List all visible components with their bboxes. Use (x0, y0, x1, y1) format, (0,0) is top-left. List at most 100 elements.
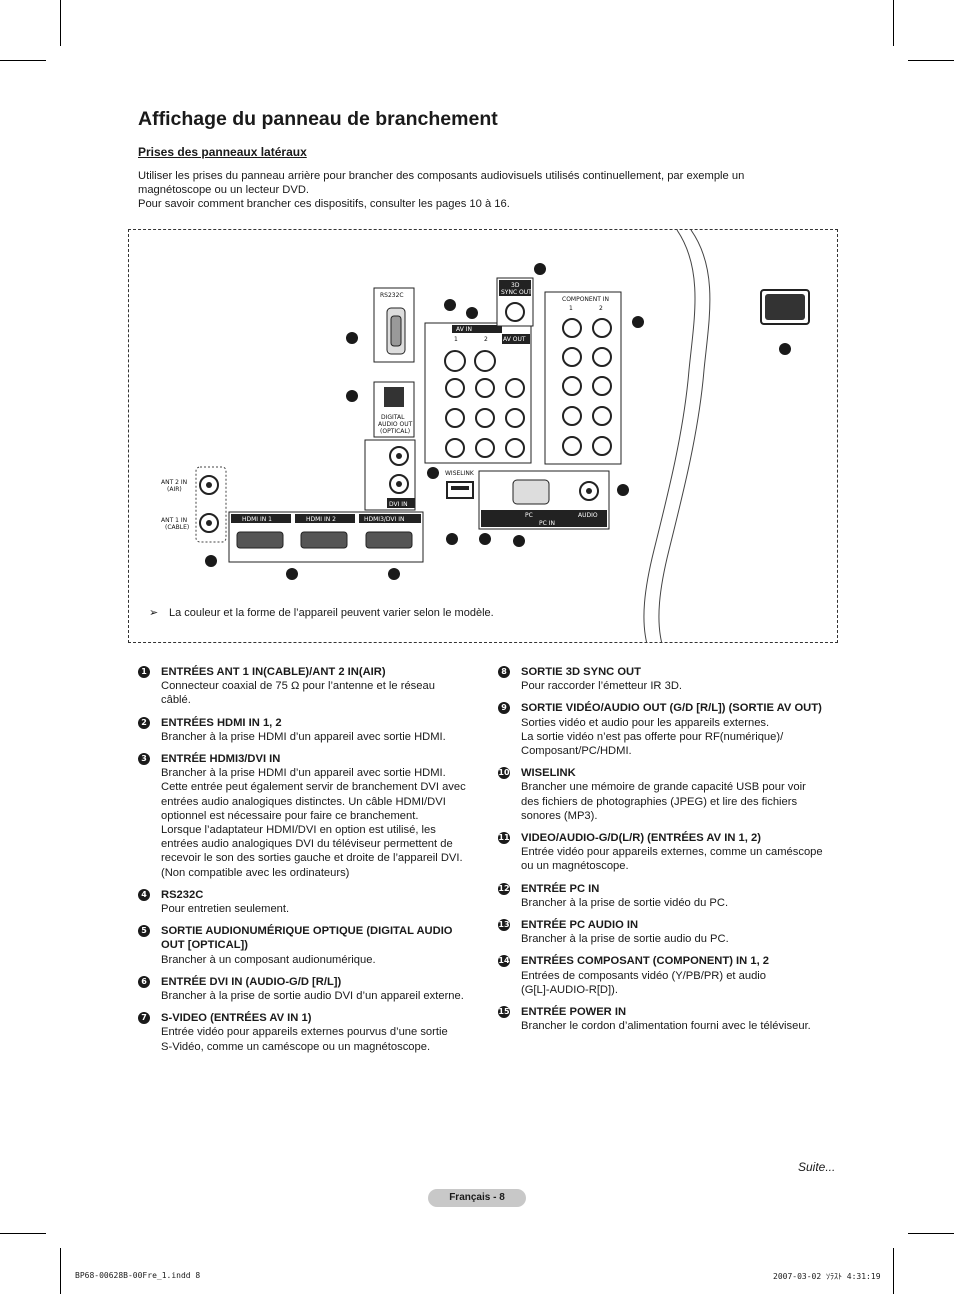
wiselink-label: WISELINK (445, 470, 475, 477)
list-item: 8 SORTIE 3D SYNC OUT Pour raccorder l’émet… (498, 665, 838, 693)
hdmi-ports: HDMI IN 1 HDMI IN 2 HDMI3/DVI IN (228, 511, 424, 563)
crop-mark (60, 1248, 61, 1294)
crop-mark (0, 1233, 46, 1234)
item-description: Brancher à un composant audionumérique. (161, 953, 376, 966)
item-description: Brancher une mémoire de grande capacité … (521, 781, 806, 822)
rs232c-label: RS232C (380, 292, 404, 299)
item-number: 12 (498, 882, 510, 895)
item-number: 15 (498, 1006, 510, 1019)
power-in-port (760, 289, 810, 325)
optical-label: (OPTICAL) (380, 428, 410, 435)
item-number: 9 (498, 702, 510, 715)
comp-2-label: 2 (599, 305, 603, 312)
optical-out-port: DIGITAL AUDIO OUT (OPTICAL) (373, 381, 415, 438)
page-title: Affichage du panneau de branchement (138, 108, 498, 130)
intro-text: Utiliser les prises du panneau arrière p… (138, 169, 818, 212)
print-slug-file: BP68-00628B-00Fre_1.indd 8 (75, 1271, 201, 1280)
list-item: 4 RS232C Pour entretien seulement. (138, 888, 478, 916)
intro-line: Pour savoir comment brancher ces disposi… (138, 198, 510, 211)
item-title: SORTIE VIDÉO/AUDIO OUT (G/D [R/L]) (SORT… (521, 702, 822, 715)
item-description: Brancher à la prise de sortie vidéo du P… (521, 896, 729, 909)
item-description: Entrée vidéo pour appareils externes, co… (521, 846, 823, 873)
continued-label: Suite... (798, 1160, 836, 1174)
item-title: ENTRÉE PC AUDIO IN (521, 919, 639, 932)
item-number: 14 (498, 955, 510, 968)
component-in-ports: COMPONENT IN 1 2 (544, 291, 622, 465)
item-description: Connecteur coaxial de 75 Ω pour l’antenn… (161, 680, 435, 707)
item-number: 13 (498, 919, 510, 932)
item-number: 1 (138, 666, 150, 678)
av-in-out-ports: AV IN AV OUT 1 2 (424, 322, 532, 464)
item-title: ENTRÉE PC IN (521, 882, 600, 895)
list-item: 6 ENTRÉE DVI IN (AUDIO-G/D [R/L]) Brancher… (138, 975, 478, 1003)
item-description: Entrée vidéo pour appareils externes pou… (161, 1026, 448, 1053)
item-title: ENTRÉE HDMI3/DVI IN (161, 753, 281, 766)
item-title: SORTIE AUDIONUMÉRIQUE OPTIQUE (DIGITAL A… (161, 925, 453, 952)
list-item: 5 SORTIE AUDIONUMÉRIQUE OPTIQUE (DIGITAL … (138, 924, 478, 967)
dvi-in-audio-port: DVI IN (364, 439, 416, 511)
note-arrow-icon: ➢ (149, 607, 159, 619)
item-number: 2 (138, 716, 150, 729)
item-title: SORTIE 3D SYNC OUT (521, 666, 641, 678)
av-out-label: AV OUT (503, 336, 526, 343)
sync-out-label: SYNC OUT (501, 289, 532, 296)
item-description: Pour entretien seulement. (161, 903, 290, 916)
wiselink-usb-port: WISELINK (445, 470, 475, 499)
item-description: Pour raccorder l’émetteur IR 3D. (521, 680, 683, 693)
rs232c-port: RS232C (373, 287, 415, 363)
print-slug-date: 2007-03-02 ｿﾗｽﾄ 4:31:19 (773, 1272, 881, 1281)
section-subtitle: Prises des panneaux latéraux (138, 145, 307, 159)
ant1-sub-label: (CABLE) (165, 524, 189, 531)
pc-in-label: PC IN (539, 520, 555, 527)
optical-label: AUDIO OUT (378, 421, 413, 428)
sync-out-label: 3D (511, 282, 520, 289)
hdmi2-label: HDMI IN 2 (306, 516, 336, 523)
item-title: ENTRÉE DVI IN (AUDIO-G/D [R/L]) (161, 975, 342, 988)
item-title: WISELINK (521, 767, 576, 780)
hdmi3-label: HDMI3/DVI IN (364, 516, 404, 523)
connection-panel-diagram: RS232C DIGITAL AUDIO OUT (OPTICAL) DVI I… (128, 229, 838, 643)
ant2-label: ANT 2 IN (161, 479, 187, 486)
item-number: 6 (138, 975, 150, 988)
item-title: ENTRÉES HDMI IN 1, 2 (161, 716, 282, 729)
item-description: Brancher à la prise HDMI d’un appareil a… (161, 730, 446, 743)
item-number: 11 (498, 832, 510, 845)
item-description: Brancher le cordon d’alimentation fourni… (521, 1020, 811, 1033)
crop-mark (893, 1248, 894, 1294)
diagram-note: ➢La couleur et la forme de l’appareil pe… (149, 606, 494, 619)
page-number-badge: Français - 8 (428, 1189, 526, 1207)
item-title: ENTRÉES ANT 1 IN(CABLE)/ANT 2 IN(AIR) (161, 666, 386, 678)
item-title: ENTRÉE POWER IN (521, 1006, 627, 1019)
pc-label: PC (525, 512, 533, 519)
item-number: 8 (498, 666, 510, 678)
item-description: Brancher à la prise de sortie audio DVI … (161, 990, 464, 1003)
optical-label: DIGITAL (381, 414, 405, 421)
item-title: S-VIDEO (ENTRÉES AV IN 1) (161, 1012, 312, 1025)
item-number: 3 (138, 753, 150, 766)
descriptions-left-column: 1 ENTRÉES ANT 1 IN(CABLE)/ANT 2 IN(AIR) Co… (138, 665, 478, 1062)
item-number: 4 (138, 888, 150, 901)
ant2-sub-label: (AIR) (167, 486, 182, 493)
item-title: RS232C (161, 888, 204, 901)
item-description: Sorties vidéo et audio pour les appareil… (521, 716, 784, 758)
pc-in-ports: PC AUDIO PC IN (478, 470, 610, 530)
intro-line: Utiliser les prises du panneau arrière p… (138, 170, 745, 197)
av-2-label: 2 (484, 336, 488, 343)
panel-illustration: RS232C DIGITAL AUDIO OUT (OPTICAL) DVI I… (161, 230, 810, 642)
item-number: 5 (138, 925, 150, 938)
sync-out-port: 3D SYNC OUT (496, 277, 534, 327)
hdmi1-label: HDMI IN 1 (242, 516, 272, 523)
crop-mark (908, 1233, 954, 1234)
crop-mark (908, 60, 954, 61)
crop-mark (60, 0, 61, 46)
antenna-ports: ANT 2 IN (AIR) ANT 1 IN (CABLE) (161, 466, 227, 543)
dvi-in-label: DVI IN (389, 501, 408, 508)
item-description: Brancher à la prise de sortie audio du P… (521, 933, 729, 946)
